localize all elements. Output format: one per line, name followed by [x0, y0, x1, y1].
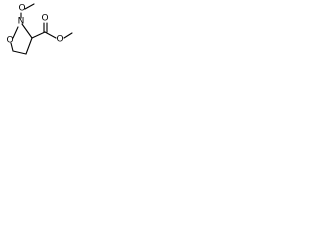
- atom-ring-oxygen: O: [6, 36, 13, 46]
- atom-methoxy-oxygen: O: [18, 4, 25, 14]
- structure-canvas: O N O O O: [0, 0, 75, 75]
- bond-ring-c3-c4: [25, 37, 33, 55]
- bond-ring-c4-c5: [12, 50, 27, 55]
- atom-carbonyl-oxygen: O: [41, 14, 48, 24]
- bond-carbonyl-c-ester-o: [44, 31, 57, 39]
- bond-ester-o-ch3: [63, 32, 73, 39]
- bond-c3-carbonyl-c: [31, 31, 46, 39]
- bond-ring-o-n: [12, 26, 19, 39]
- bond-ring-c5-o: [10, 42, 14, 52]
- chemical-structure-diagram: O N O O O: [6, 3, 73, 55]
- atom-ester-oxygen: O: [56, 35, 63, 45]
- bond-ring-n-c3: [21, 23, 33, 39]
- bond-o-ch3-methoxy: [24, 3, 35, 10]
- atom-ring-nitrogen: N: [18, 17, 25, 27]
